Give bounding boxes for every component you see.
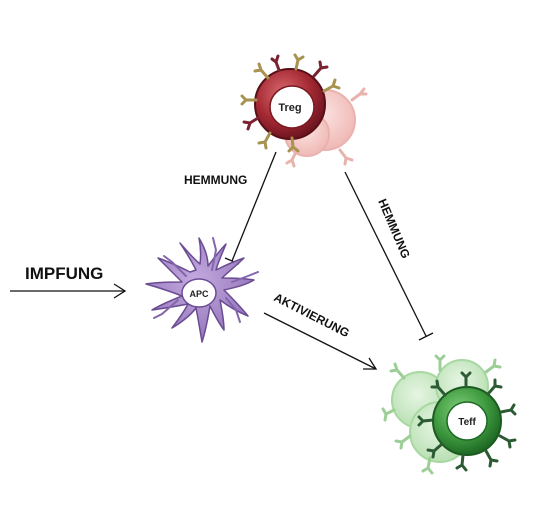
impfung-label: IMPFUNG — [25, 264, 103, 283]
apc-cell: APC — [145, 237, 259, 343]
impfung-arrow — [10, 283, 127, 299]
teff-receptors — [417, 371, 517, 472]
teff-label: Teff — [458, 417, 476, 428]
teff-cell: Teff — [381, 354, 517, 475]
hemmung-left-label: HEMMUNG — [184, 173, 247, 187]
aktivierung-arrow — [263, 312, 378, 370]
treg-label: Treg — [278, 102, 301, 114]
hemmung-treg-apc-line — [224, 151, 277, 265]
treg-receptors — [240, 53, 341, 153]
hemmung-right-label: HEMMUNG — [375, 197, 413, 261]
treg-cell: Treg — [240, 53, 368, 168]
apc-label: APC — [189, 289, 209, 299]
aktivierung-label: AKTIVIERUNG — [272, 290, 352, 340]
hemmung-treg-teff-line — [344, 171, 434, 341]
